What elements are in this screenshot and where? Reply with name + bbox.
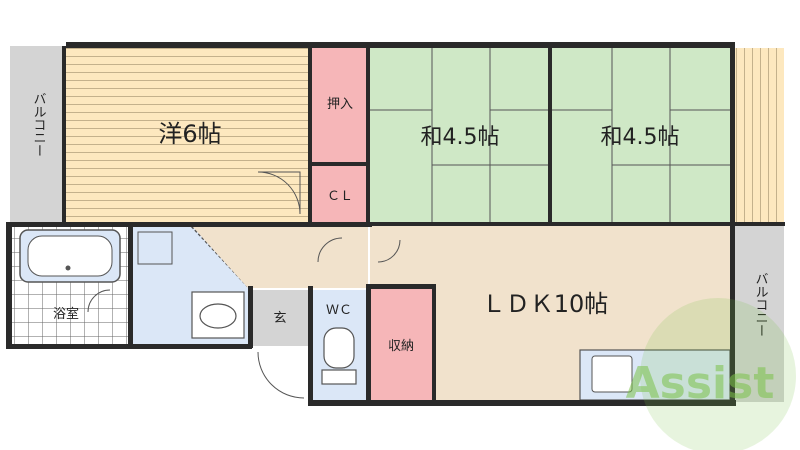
- tatami-seams-1: [370, 48, 550, 222]
- japanese-room-1-label: 和4.5帖: [421, 125, 500, 150]
- toilet-icon: [321, 327, 357, 385]
- walls: [6, 42, 785, 406]
- entrance-label: 玄: [273, 311, 286, 326]
- storage-label: 収納: [388, 339, 414, 354]
- bath-label: 浴室: [53, 306, 79, 322]
- door-swings: [87, 171, 401, 399]
- washbasin-icon: [191, 291, 245, 339]
- deck-strip: [734, 48, 784, 222]
- entrance: [252, 290, 308, 346]
- japanese-room-2: [552, 48, 730, 222]
- svg-text:Assist: Assist: [626, 358, 775, 409]
- western-room-label: 洋6帖: [158, 120, 221, 148]
- balcony-right: [734, 226, 784, 402]
- balcony-left-label: バルコニー: [31, 92, 47, 157]
- japanese-room-2-label: 和4.5帖: [601, 125, 680, 150]
- tatami-seams-2: [552, 48, 730, 222]
- kitchen-sink-icon: [579, 349, 731, 401]
- cl-label: ＣＬ: [327, 189, 353, 204]
- storage: [370, 288, 432, 400]
- balcony-right-label: バルコニー: [753, 272, 769, 337]
- toilet-label: ＷＣ: [326, 303, 352, 318]
- oshiire-label: 押入: [327, 97, 353, 112]
- cl-closet: [312, 166, 368, 222]
- ldk-label: ＬＤＫ10帖: [482, 290, 609, 318]
- balcony-left: [10, 46, 66, 222]
- assist-logo: Assist: [626, 298, 796, 450]
- washer-icon: [137, 231, 173, 265]
- oshiire-closet: [312, 48, 368, 162]
- western-room: [66, 46, 310, 222]
- japanese-room-1: [370, 48, 550, 222]
- hallway: [192, 226, 368, 288]
